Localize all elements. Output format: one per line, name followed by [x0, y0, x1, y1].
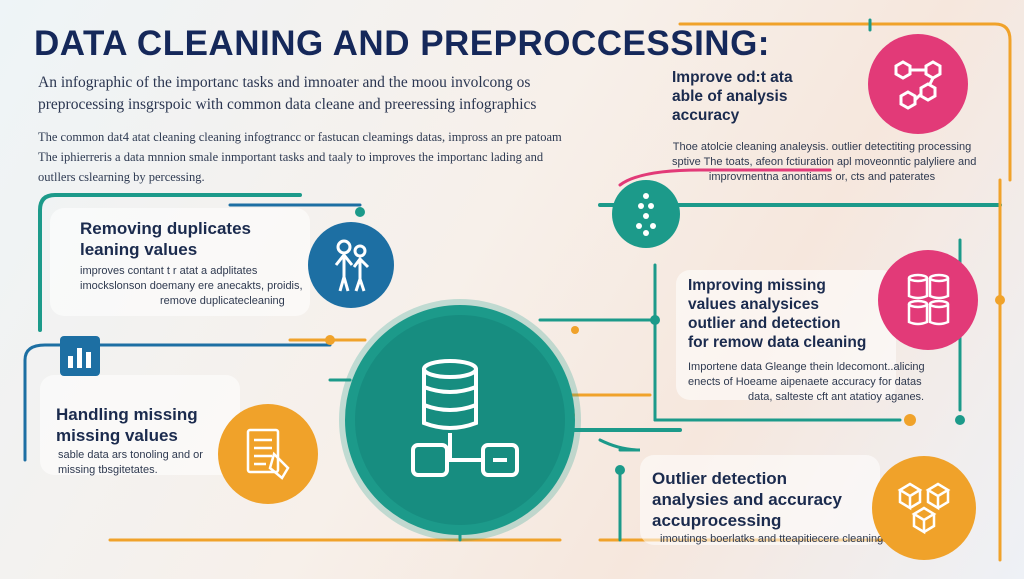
intro-para-1: The common dat4 atat cleaning cleaning i… [38, 130, 562, 144]
card-heading: Improving missing values analysices outl… [688, 276, 866, 352]
card-text-line: improves contant t r atat a adplitates [80, 265, 258, 277]
network-icon [868, 34, 968, 134]
card-text-line: sable data ars tonoling and or [58, 449, 203, 461]
card-heading-line: Removing duplicates [80, 219, 251, 238]
card-text: sable data ars tonoling and or missing t… [58, 448, 203, 478]
card-heading: Removing duplicates leaning values [80, 218, 251, 260]
card-text-line: data, salteste cft ant atatioy aganes. [748, 391, 925, 403]
card-text: Importene data Gleange thein ldecomont..… [688, 360, 925, 405]
card-heading-line: missing values [56, 426, 178, 445]
card-text-line: imockslonson doemany ere anecakts, proid… [80, 280, 303, 292]
card-heading-line: for remow data cleaning [688, 334, 867, 351]
card-text: improves contant t r atat a adplitates i… [80, 264, 303, 309]
card-text-line: remove duplicatecleaning [160, 295, 285, 307]
card-heading-line: outlier and detection [688, 315, 841, 332]
card-text-line: missing tbsgitetates. [58, 464, 158, 476]
card-heading: Handling missing missing values [56, 404, 198, 446]
hierarchy-icon [612, 180, 680, 248]
page-title: DATA CLEANING AND PREPROCCESSING: [34, 24, 770, 63]
intro-line-2: preprocessing insgrspoic with common dat… [38, 96, 537, 113]
card-heading-line: leaning values [80, 240, 198, 259]
card-text-line: enects of Hoeame aipenaete accuracy for … [688, 376, 922, 388]
card-heading-line: accuracy [672, 107, 740, 124]
intro-para-3: outllers cslearning by percessing. [38, 170, 205, 184]
card-handling-missing [40, 375, 240, 475]
card-text: imoutings boerlatks and tteapitiecere cl… [660, 532, 886, 547]
people-icon [308, 222, 394, 308]
card-heading-line: able of analysis [672, 88, 788, 105]
intro-line-1: An infographic of the importanc tasks an… [38, 74, 531, 91]
card-text: Thoe atolcie cleaning analeysis. outlier… [672, 140, 977, 185]
card-removing-duplicates [50, 208, 310, 316]
card-heading-line: Handling missing [56, 405, 198, 424]
database-icon [345, 305, 575, 535]
card-heading-line: values analysices [688, 296, 819, 313]
cubes-icon [872, 456, 976, 560]
card-improve-accuracy: Improve od:t ata able of analysis accura… [672, 68, 793, 125]
chart-icon [60, 336, 100, 376]
card-text-line: improvmentna anontiams or, cts and pater… [708, 171, 936, 183]
document-icon [218, 404, 318, 504]
card-text-line: Importene data Gleange thein ldecomont..… [688, 361, 925, 373]
card-heading-line: accuprocessing [652, 511, 782, 530]
card-improving-missing [676, 270, 896, 400]
card-heading-line: analysies and accuracy [652, 490, 842, 509]
card-text-line: Thoe atolcie cleaning analeysis. outlier… [672, 141, 972, 153]
cylinders-icon [878, 250, 978, 350]
card-text-line: sptive The toats, afeon fctiuration apl … [672, 156, 977, 168]
card-heading-line: Outlier detection [652, 469, 788, 488]
intro-para-2: The iphierreris a data mnnion smale inmp… [38, 150, 544, 164]
card-heading-line: Improving missing [688, 277, 826, 294]
card-outlier-detection [640, 455, 880, 545]
card-heading-line: Improve od:t ata [672, 69, 793, 86]
card-text-line: imoutings boerlatks and tteapitiecere cl… [660, 533, 887, 545]
card-heading: Outlier detection analysies and accuracy… [652, 468, 842, 531]
